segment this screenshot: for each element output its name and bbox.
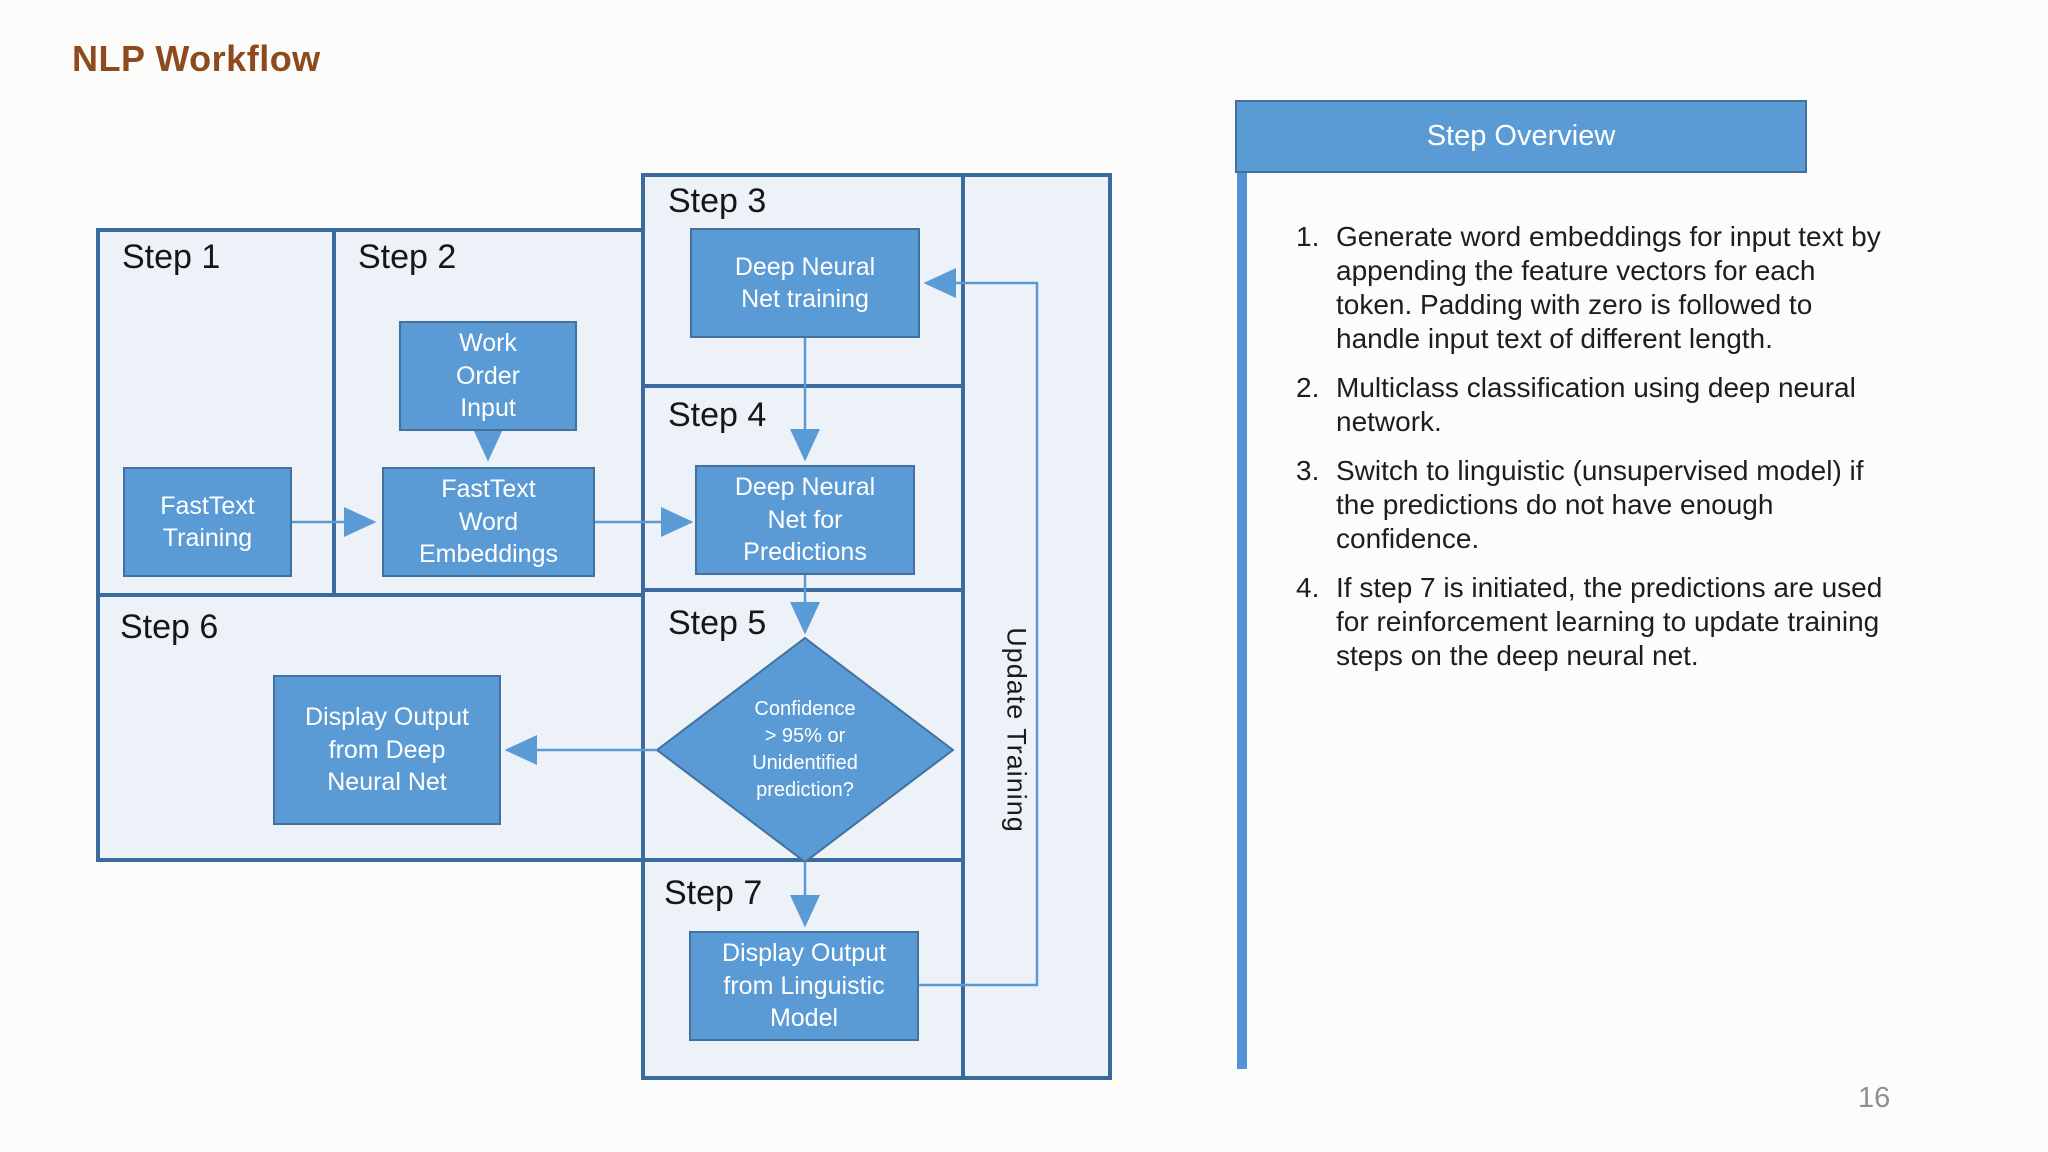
step7-label: Step 7	[664, 874, 763, 912]
step1-label: Step 1	[122, 238, 221, 276]
overview-item-number: 3.	[1296, 455, 1320, 486]
overview-accent-bar	[1237, 173, 1247, 1069]
overview-item-3: 3. Switch to linguistic (unsupervised mo…	[1296, 454, 1896, 556]
step5-label: Step 5	[668, 604, 767, 642]
overview-item-1: 1. Generate word embeddings for input te…	[1296, 220, 1896, 356]
overview-item-number: 4.	[1296, 572, 1320, 603]
node-work-order-input: Work Order Input	[399, 321, 577, 431]
node-fasttext-word-embeddings: FastText Word Embeddings	[382, 467, 595, 577]
decision-diamond-text: Confidence > 95% or Unidentified predict…	[752, 698, 858, 801]
step3-label: Step 3	[668, 182, 767, 220]
node-fasttext-training: FastText Training	[123, 467, 292, 577]
overview-item-number: 1.	[1296, 221, 1320, 252]
overview-item-2: 2. Multiclass classification using deep …	[1296, 371, 1896, 439]
step2-label: Step 2	[358, 238, 457, 276]
overview-item-text: Switch to linguistic (unsupervised model…	[1336, 455, 1864, 554]
overview-item-text: If step 7 is initiated, the predictions …	[1336, 572, 1883, 671]
node-deep-neural-net-predictions: Deep Neural Net for Predictions	[695, 465, 915, 575]
step-overview-header: Step Overview	[1235, 100, 1807, 173]
overview-item-4: 4. If step 7 is initiated, the predictio…	[1296, 571, 1896, 673]
update-training-lane-label: Update Training	[1001, 627, 1032, 833]
node-display-output-dnn: Display Output from Deep Neural Net	[273, 675, 501, 825]
node-deep-neural-net-training: Deep Neural Net training	[690, 228, 920, 338]
overview-item-text: Generate word embeddings for input text …	[1336, 221, 1881, 354]
step6-label: Step 6	[120, 608, 219, 646]
arrow-update-training-feedback	[919, 268, 1039, 987]
overview-item-number: 2.	[1296, 372, 1320, 403]
node-display-output-linguistic: Display Output from Linguistic Model	[689, 931, 919, 1041]
overview-list: 1. Generate word embeddings for input te…	[1296, 220, 1896, 688]
page-number: 16	[1858, 1082, 1891, 1114]
step4-label: Step 4	[668, 396, 767, 434]
slide-title: NLP Workflow	[72, 38, 321, 79]
overview-item-text: Multiclass classification using deep neu…	[1336, 372, 1856, 437]
